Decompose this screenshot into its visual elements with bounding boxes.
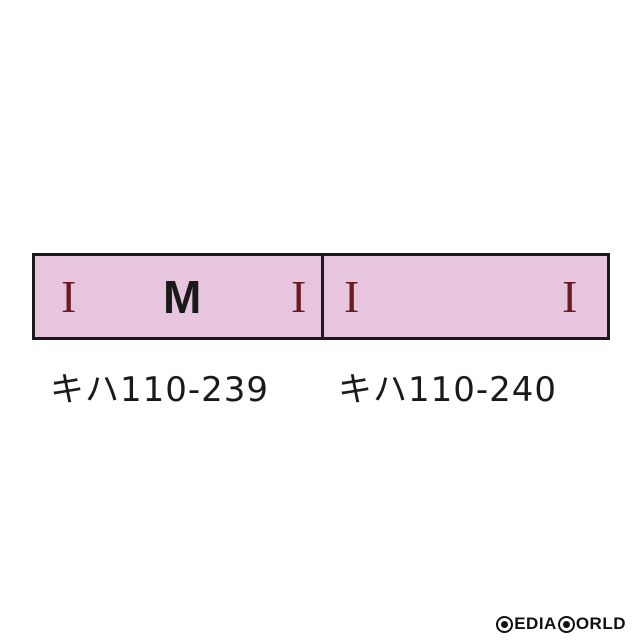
trailer-mark: I [562,270,578,322]
media-world-watermark-logo: EDIA ORLD [495,614,626,634]
logo-text-right: ORLD [575,614,626,633]
disc-icon [557,615,575,633]
trailer-mark: I [344,270,360,322]
trailer-mark: I [291,270,307,322]
car-1-number: キハ110-239 [50,370,270,410]
logo-text-mid: EDIA [514,614,557,633]
car-2-number: キハ110-240 [338,370,558,410]
car-1: I M I [35,256,324,337]
motor-mark: M [163,270,202,323]
train-formation-diagram: I M I I I [32,253,610,340]
trailer-mark: I [61,270,77,322]
disc-icon [496,615,514,633]
car-2: I I [324,256,607,337]
